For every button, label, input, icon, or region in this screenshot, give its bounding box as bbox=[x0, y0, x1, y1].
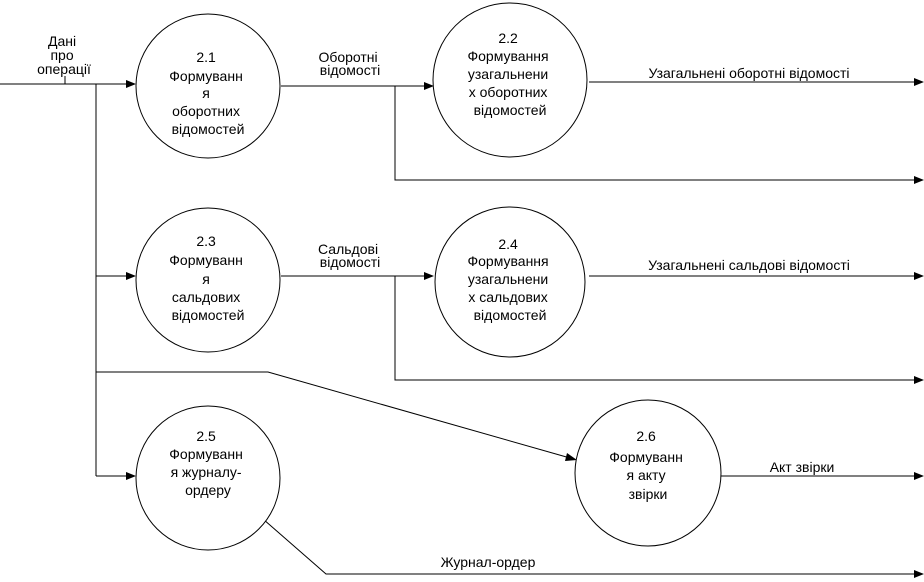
balance-branch-line bbox=[394, 276, 918, 381]
turnover-flow-label: Оборотні відомості bbox=[318, 49, 381, 78]
arrowhead-to-2-1 bbox=[126, 80, 136, 88]
general-turnover-label: Узагальнені оборотні відомості bbox=[648, 65, 849, 81]
arrowhead-to-2-4 bbox=[424, 272, 434, 280]
input-label-line-3: операції bbox=[37, 61, 91, 77]
svg-text:2.4 Формування уза: 2.4 Формування узагальнени х сальдових в… bbox=[468, 236, 553, 323]
arrowhead-to-2-3 bbox=[126, 272, 136, 280]
turnover-label-line-2: відомості bbox=[320, 62, 380, 78]
process-2-3-line-3: сальдових bbox=[172, 289, 240, 305]
process-2-5-line-3: ордеру bbox=[185, 482, 231, 498]
process-2-6-id: 2.6 bbox=[636, 428, 656, 444]
process-2-4-line-3: х сальдових bbox=[468, 289, 547, 305]
process-2-1-line-2: я bbox=[202, 85, 210, 101]
process-2-4-line-2: узагальнени bbox=[468, 271, 548, 287]
process-2-6-line-2: я акту bbox=[627, 467, 666, 483]
arrowhead-turnover-branch bbox=[914, 176, 924, 184]
process-2-2-id: 2.2 bbox=[498, 30, 518, 46]
process-2-4: 2.4 Формування узагальнени х сальдових в… bbox=[434, 206, 586, 358]
process-2-5: 2.5 Формуванн я журналу- ордеру bbox=[135, 405, 281, 551]
balance-label-line-2: відомості bbox=[320, 254, 380, 270]
svg-text:2.6 Формуванн я ак: 2.6 Формуванн я акту звірки bbox=[609, 428, 686, 502]
input-label-line-1: Дані bbox=[48, 33, 76, 49]
turnover-branch-line bbox=[394, 86, 918, 181]
process-2-3-id: 2.3 bbox=[196, 233, 216, 249]
journal-order-line bbox=[262, 518, 918, 575]
process-2-1-line-3: оборотних bbox=[172, 103, 240, 119]
input-flow-label: Дані про операції bbox=[37, 33, 91, 77]
input-label-line-2: про bbox=[50, 47, 73, 63]
process-2-2-line-1: Формування bbox=[468, 48, 549, 64]
process-2-3-line-1: Формуванн bbox=[169, 252, 243, 268]
balance-label-line-1: Сальдові bbox=[318, 241, 378, 257]
journal-order-label: Журнал-ордер bbox=[441, 554, 536, 570]
flow-to-2-6 bbox=[96, 371, 571, 459]
arrowhead-to-2-6 bbox=[565, 453, 577, 461]
balance-flow-label: Сальдові відомості bbox=[318, 241, 382, 270]
process-2-1-line-4: відомостей bbox=[172, 121, 245, 137]
arrowhead-balance-branch bbox=[914, 376, 924, 384]
process-2-3: 2.3 Формуванн я сальдових відомостей bbox=[135, 207, 281, 353]
process-2-1: 2.1 Формуванн я оборотних відомостей bbox=[135, 13, 281, 159]
process-2-2-line-4: відомостей bbox=[474, 102, 547, 118]
arrowhead-to-2-2 bbox=[424, 82, 434, 90]
arrowhead-reconciliation-act bbox=[914, 472, 924, 480]
process-2-5-line-2: я журналу- bbox=[171, 464, 242, 480]
process-2-1-id: 2.1 bbox=[196, 49, 216, 65]
process-2-6-line-3: звірки bbox=[629, 486, 668, 502]
process-2-2-line-3: х оборотних bbox=[469, 84, 548, 100]
process-2-3-line-2: я bbox=[202, 271, 210, 287]
process-2-6-line-1: Формуванн bbox=[609, 449, 683, 465]
process-2-3-line-4: відомостей bbox=[172, 307, 245, 323]
process-2-5-id: 2.5 bbox=[196, 428, 216, 444]
arrowhead-general-turnover bbox=[914, 78, 924, 86]
process-2-4-id: 2.4 bbox=[498, 236, 518, 252]
svg-text:2.2 Формування уза: 2.2 Формування узагальнени х оборотних в… bbox=[468, 30, 553, 118]
turnover-label-line-1: Оборотні bbox=[318, 49, 377, 65]
general-balance-label: Узагальнені сальдові відомості bbox=[648, 257, 850, 273]
arrowhead-to-2-5 bbox=[126, 472, 136, 480]
svg-text:2.5 Формуванн я жу: 2.5 Формуванн я журналу- ордеру bbox=[169, 428, 246, 498]
svg-text:2.3 Формуванн я: 2.3 Формуванн я сальдових відомостей bbox=[169, 233, 246, 323]
process-2-2-line-2: узагальнени bbox=[468, 66, 548, 82]
process-2-4-line-4: відомостей bbox=[474, 307, 547, 323]
process-2-1-line-1: Формуванн bbox=[169, 68, 243, 84]
reconciliation-act-label: Акт звірки bbox=[770, 459, 835, 475]
arrowhead-journal-order bbox=[914, 570, 924, 578]
arrowhead-general-balance bbox=[914, 272, 924, 280]
process-2-4-line-1: Формування bbox=[468, 253, 549, 269]
svg-text:2.1 Формуванн я: 2.1 Формуванн я оборотних відомостей bbox=[169, 49, 246, 137]
process-2-6: 2.6 Формуванн я акту звірки bbox=[574, 399, 722, 547]
process-2-5-line-1: Формуванн bbox=[169, 446, 243, 462]
process-2-2: 2.2 Формування узагальнени х оборотних в… bbox=[432, 2, 588, 158]
